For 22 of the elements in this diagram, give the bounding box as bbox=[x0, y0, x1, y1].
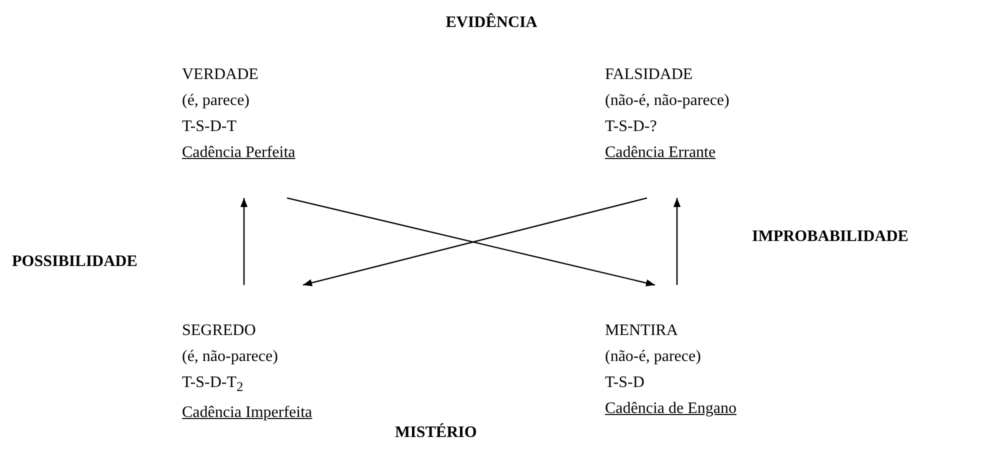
concept-detail: (é, não-parece) bbox=[182, 347, 279, 367]
arrow bbox=[673, 198, 681, 285]
cadence-name: Cadência Imperfeita bbox=[182, 403, 312, 424]
concept-detail: T-S-D bbox=[605, 373, 646, 393]
concept-detail: (é, parece) bbox=[182, 91, 250, 111]
concept-name: MENTIRA bbox=[605, 321, 679, 341]
concept-detail: T-S-D-T$_{2}$ bbox=[182, 373, 244, 396]
cadence-name: Cadência Perfeita bbox=[182, 143, 296, 163]
concept-detail: (não-é, não-parece) bbox=[605, 91, 730, 111]
concept-detail: T-S-D-? bbox=[605, 117, 658, 137]
concept-detail: T-S-D-T bbox=[182, 117, 238, 137]
concept-name: VERDADE bbox=[182, 65, 260, 85]
concept-detail: (não-é, parece) bbox=[605, 347, 702, 367]
concept-name: SEGREDO bbox=[182, 321, 257, 341]
title: EVIDÊNCIA bbox=[444, 14, 538, 32]
concept-name: FALSIDADE bbox=[605, 65, 694, 85]
cadence-name: Cadência Errante bbox=[605, 143, 717, 163]
relation-label: POSSIBILIDADE bbox=[12, 253, 138, 271]
relation-label: MISTÉRIO bbox=[395, 424, 477, 442]
cadence-name: Cadência de Engano bbox=[605, 399, 736, 419]
arrow bbox=[240, 198, 248, 285]
relation-label: IMPROBABILIDADE bbox=[752, 228, 908, 246]
